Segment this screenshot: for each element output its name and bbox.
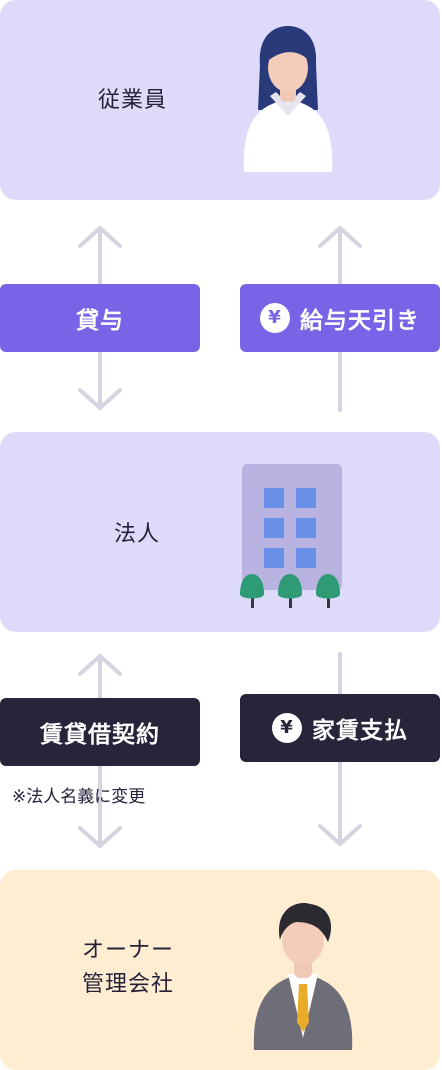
rent-payment-text: 家賃支払 xyxy=(312,718,408,744)
salary-arrow-head xyxy=(318,226,362,248)
rent-arrow-head xyxy=(318,824,362,846)
lease-contract-label: 賃貸借契約 xyxy=(0,698,200,766)
salary-deduction-text: 給与天引き xyxy=(300,308,420,334)
owner-label: オーナー 管理会社 xyxy=(82,938,175,997)
corporation-label: 法人 xyxy=(114,522,161,547)
rent-payment-label: ¥ 家賃支払 xyxy=(240,694,440,762)
owner-card: オーナー 管理会社 xyxy=(0,870,440,1070)
employee-label: 従業員 xyxy=(98,88,168,113)
lease-arrow-up-head xyxy=(78,654,122,676)
lease-note: ※法人名義に変更 xyxy=(12,787,146,807)
lend-text: 貸与 xyxy=(76,308,124,334)
lease-contract-text: 賃貸借契約 xyxy=(40,722,160,748)
salary-deduction-label: ¥ 給与天引き xyxy=(240,284,440,352)
businessman-icon xyxy=(253,903,353,1050)
yen-icon: ¥ xyxy=(272,713,302,743)
office-building-icon xyxy=(240,464,342,608)
tree-icons xyxy=(240,574,340,608)
lease-arrow-down-head xyxy=(78,826,122,848)
lend-label: 貸与 xyxy=(0,284,200,352)
corporation-card: 法人 xyxy=(0,432,440,632)
employee-card: 従業員 xyxy=(0,0,440,200)
lend-arrow-up-head xyxy=(78,226,122,248)
lend-arrow-down-head xyxy=(78,388,122,410)
yen-icon: ¥ xyxy=(260,303,290,333)
female-employee-icon xyxy=(243,26,333,172)
